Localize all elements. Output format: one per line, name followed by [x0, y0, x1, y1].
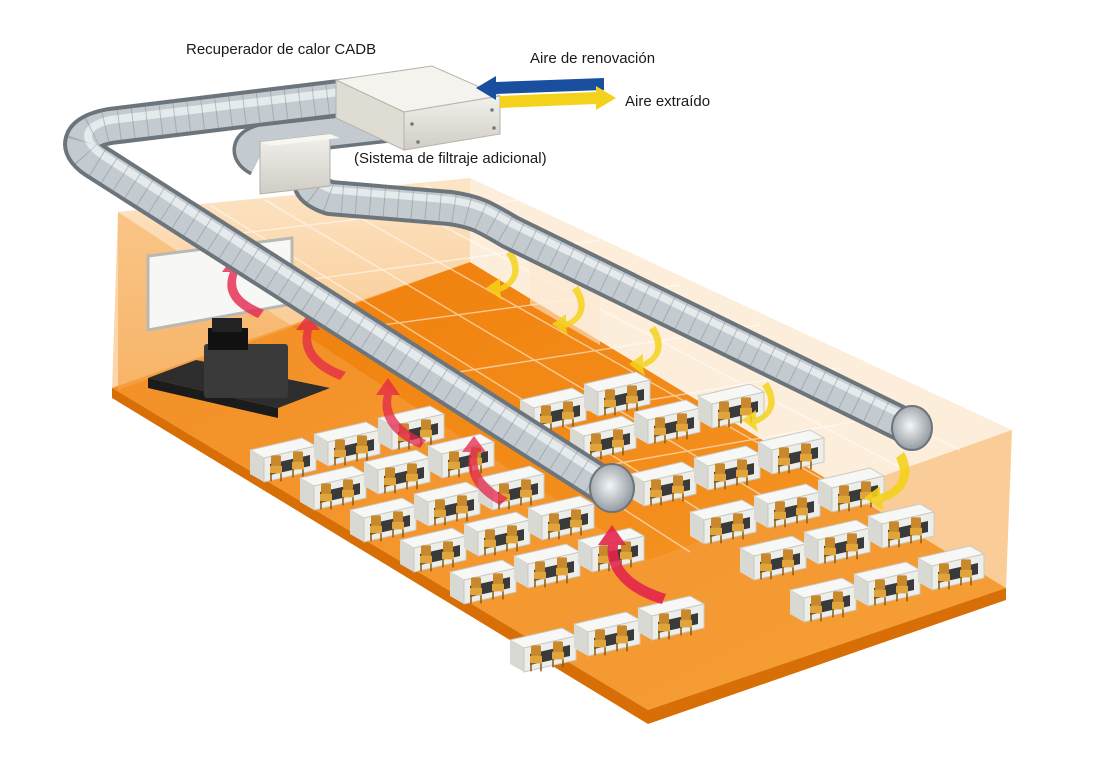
student-desk: [572, 611, 642, 657]
student-desk: [752, 483, 822, 529]
student-desk: [688, 499, 758, 545]
student-desk: [398, 527, 468, 573]
teacher-desk: [148, 318, 330, 418]
student-desk: [512, 543, 582, 589]
blue-arrow-left-icon: [476, 76, 604, 100]
filter-unit: [259, 133, 340, 195]
filter-system-label: (Sistema de filtraje adicional): [354, 150, 547, 167]
duct-end-cap: [891, 405, 933, 451]
supply-airflow-arrows: [486, 250, 910, 511]
heat-recovery-unit: [334, 65, 502, 151]
student-desk: [568, 415, 638, 461]
yellow-curved-arrow-icon: [552, 286, 585, 336]
student-desk: [298, 465, 368, 511]
student-desk: [362, 449, 432, 495]
extracted-air-label: Aire extraído: [625, 93, 711, 110]
student-desks: [248, 371, 986, 673]
student-desk: [916, 545, 986, 591]
student-desk: [816, 467, 886, 513]
student-desk: [696, 383, 766, 429]
student-desk: [348, 497, 418, 543]
student-desk: [866, 503, 936, 549]
red-curved-arrow-icon: [222, 256, 264, 318]
student-desk: [788, 577, 858, 623]
yellow-curved-arrow-icon: [864, 452, 910, 511]
student-desk: [738, 535, 808, 581]
heat-recovery-unit-label: Recuperador de calor CADB: [186, 41, 377, 58]
fresh-air-label: Aire de renovación: [530, 50, 656, 67]
student-desk: [526, 495, 596, 541]
room-front-wall: [112, 212, 1012, 722]
extracted-air-arrow: [500, 86, 616, 110]
student-desk: [628, 461, 698, 507]
fresh-air-arrow: [476, 76, 604, 100]
student-desk: [248, 437, 318, 483]
red-curved-arrow-icon: [376, 378, 426, 448]
projector: [204, 344, 288, 398]
student-desk: [312, 421, 382, 467]
student-desk: [448, 559, 518, 605]
student-desk: [852, 561, 922, 607]
yellow-curved-arrow-icon: [742, 382, 775, 432]
student-desk: [802, 519, 872, 565]
duct-end-cap: [589, 463, 635, 513]
student-desk: [636, 595, 706, 641]
student-desk: [462, 511, 532, 557]
extract-airflow-arrows: [222, 256, 666, 604]
yellow-curved-arrow-icon: [486, 250, 519, 300]
red-curved-arrow-icon: [598, 525, 666, 604]
red-curved-arrow-icon: [296, 314, 346, 380]
extract-duct: [63, 77, 635, 513]
student-desk: [756, 429, 826, 475]
student-desk: [582, 371, 652, 417]
student-desk: [692, 445, 762, 491]
student-desk: [632, 399, 702, 445]
yellow-curved-arrow-icon: [629, 326, 662, 376]
red-curved-arrow-icon: [462, 436, 508, 505]
student-desk: [508, 627, 578, 673]
yellow-arrow-right-icon: [500, 86, 616, 110]
student-desk: [412, 481, 482, 527]
